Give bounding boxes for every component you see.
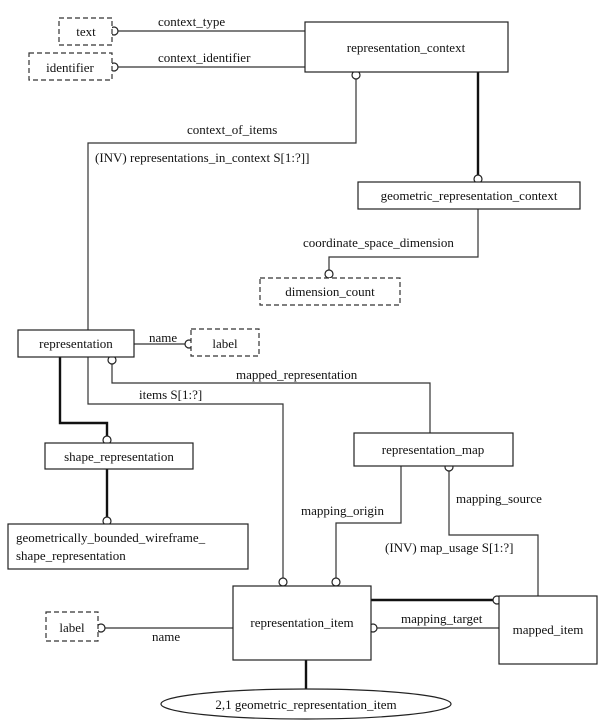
page-reference-geometric-representation-item[interactable]: 2,1 geometric_representation_item bbox=[160, 688, 452, 720]
relation-label-map-usage: (INV) map_usage S[1:?] bbox=[385, 540, 514, 555]
relation-label-context-type: context_type bbox=[158, 14, 225, 29]
items-line bbox=[87, 357, 284, 580]
type-text[interactable]: text bbox=[58, 17, 113, 46]
type-label: label bbox=[212, 336, 238, 351]
entity-label: shape_representation bbox=[64, 449, 174, 464]
relation-label-coordinate-space-dimension: coordinate_space_dimension bbox=[303, 235, 454, 250]
relation-label-mapping-target: mapping_target bbox=[401, 611, 483, 626]
type-dimension-count[interactable]: dimension_count bbox=[259, 277, 401, 306]
coordinate-space-dimension-line bbox=[328, 209, 479, 271]
relation-label-mapped-representation: mapped_representation bbox=[236, 367, 358, 382]
type-label: label bbox=[59, 620, 85, 635]
type-label: identifier bbox=[46, 60, 94, 75]
mapping-origin-line bbox=[335, 466, 402, 580]
entity-label: geometrically_bounded_wireframe_ bbox=[16, 530, 206, 545]
relation-label-item-name: name bbox=[152, 629, 180, 644]
entity-mapped-item[interactable]: mapped_item bbox=[498, 595, 598, 665]
type-label-item[interactable]: label bbox=[45, 611, 99, 642]
relation-label-mapping-origin: mapping_origin bbox=[301, 503, 385, 518]
entity-representation-context[interactable]: representation_context bbox=[304, 21, 509, 73]
relation-label-context-of-items: context_of_items bbox=[187, 122, 277, 137]
entity-label: geometric_representation_context bbox=[381, 188, 558, 203]
entity-label: representation bbox=[39, 336, 113, 351]
type-identifier[interactable]: identifier bbox=[28, 52, 113, 81]
relation-label-mapping-source: mapping_source bbox=[456, 491, 542, 506]
entity-label: mapped_item bbox=[513, 622, 584, 637]
relation-end-circle bbox=[331, 577, 341, 587]
relation-end-circle bbox=[324, 269, 334, 279]
type-label-representation[interactable]: label bbox=[190, 328, 260, 357]
relation-label-items: items S[1:?] bbox=[139, 387, 202, 402]
entity-label: 2,1 geometric_representation_item bbox=[215, 697, 396, 712]
entity-label: representation_item bbox=[250, 615, 353, 630]
type-label: dimension_count bbox=[285, 284, 375, 299]
entity-label: representation_map bbox=[382, 442, 485, 457]
mapping-source-line bbox=[448, 470, 539, 596]
entity-geometric-representation-context[interactable]: geometric_representation_context bbox=[357, 181, 581, 210]
relation-label-representations-in-context: (INV) representations_in_context S[1:?]] bbox=[95, 150, 309, 165]
entity-representation-map[interactable]: representation_map bbox=[353, 432, 514, 467]
entity-representation[interactable]: representation bbox=[17, 329, 135, 358]
subtype-line-shape bbox=[58, 357, 109, 437]
entity-label: representation_context bbox=[347, 40, 466, 55]
type-label: text bbox=[76, 24, 96, 39]
entity-label: shape_representation bbox=[16, 548, 126, 563]
entity-representation-item[interactable]: representation_item bbox=[232, 585, 372, 661]
relation-label-rep-name: name bbox=[149, 330, 177, 345]
relation-end-circle bbox=[278, 577, 288, 587]
mapped-representation-line bbox=[111, 362, 431, 433]
entity-shape-representation[interactable]: shape_representation bbox=[44, 442, 194, 470]
relation-label-context-identifier: context_identifier bbox=[158, 50, 251, 65]
entity-geometrically-bounded-wireframe-shape-representation[interactable]: geometrically_bounded_wireframe_ shape_r… bbox=[7, 523, 249, 570]
context-of-items-line bbox=[87, 76, 357, 330]
